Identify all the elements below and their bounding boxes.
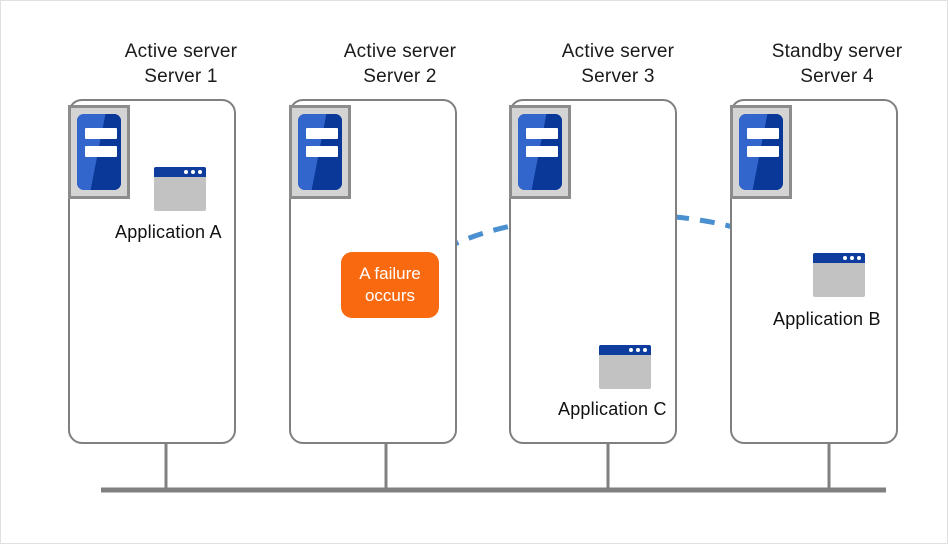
server-title-2: Active server Server 2 [295,39,505,89]
failure-callout: A failure occurs [341,252,439,318]
server-title-4: Standby server Server 4 [732,39,942,89]
server-name-2: Server 2 [363,66,437,87]
server-icon-bar-bottom [306,146,338,157]
app-label-c: Application C [558,399,667,419]
server-icon-1 [68,105,130,199]
app-window-dot [184,170,188,174]
server-role-2: Active server [343,41,457,62]
server-name-3: Server 3 [581,66,655,87]
app-window-icon-c[interactable] [599,345,651,389]
server-icon-body [298,114,342,190]
server-icon-bar-bottom [526,146,558,157]
server-title-1: Active server Server 1 [76,39,286,89]
app-window-icon-b[interactable] [813,253,865,297]
server-role-4: Standby server [771,41,903,62]
failure-line-2: occurs [364,286,416,305]
app-window-dot [636,348,640,352]
server-icon-2 [289,105,351,199]
app-window-titlebar [813,253,865,263]
app-window-dot [198,170,202,174]
server-icon-body [739,114,783,190]
app-label-a: Application A [115,222,222,242]
app-window-icon-a[interactable] [154,167,206,211]
app-window-titlebar [599,345,651,355]
server-icon-bar-bottom [85,146,117,157]
failure-line-1: A failure [359,264,421,283]
server-name-4: Server 4 [800,66,874,87]
server-icon-bar-top [85,128,117,139]
server-icon-4 [730,105,792,199]
server-icon-bar-bottom [747,146,779,157]
app-window-dot [629,348,633,352]
app-window-dot [857,256,861,260]
server-icon-body [77,114,121,190]
server-icon-body [518,114,562,190]
app-window-dot [191,170,195,174]
server-name-1: Server 1 [144,66,218,87]
app-window-titlebar [154,167,206,177]
network-bus-icon [101,441,886,493]
app-window-dot [843,256,847,260]
app-window-dot [850,256,854,260]
server-icon-3 [509,105,571,199]
server-title-3: Active server Server 3 [513,39,723,89]
server-icon-bar-top [526,128,558,139]
server-role-1: Active server [124,41,238,62]
server-role-3: Active server [561,41,675,62]
server-icon-bar-top [306,128,338,139]
server-icon-bar-top [747,128,779,139]
app-window-dot [643,348,647,352]
server-box-1[interactable] [68,99,236,444]
app-label-b: Application B [773,309,881,329]
